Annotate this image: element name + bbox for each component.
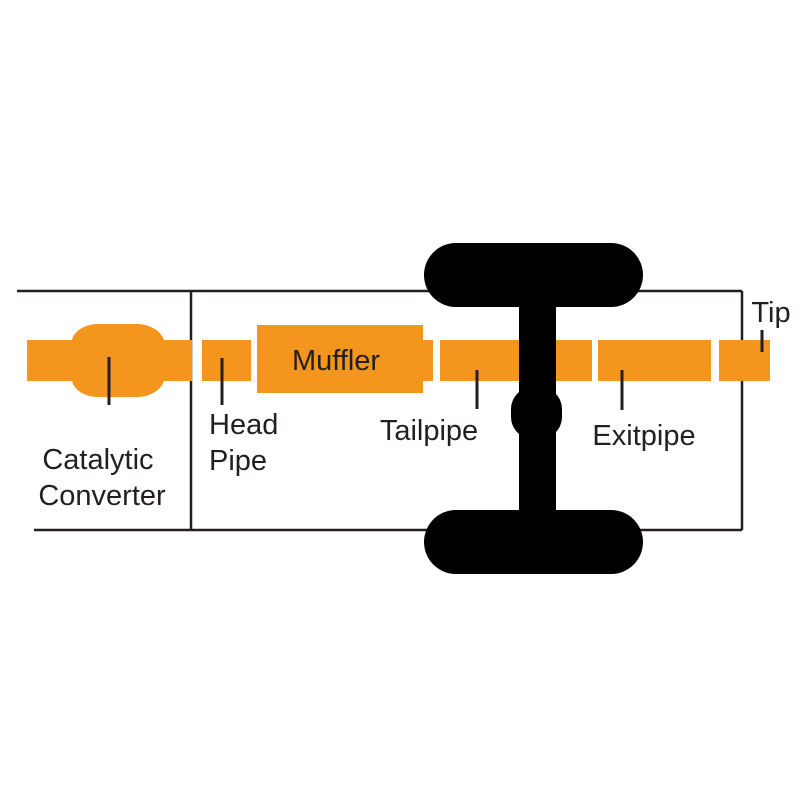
leader-lines [107,330,764,410]
tip-label: Tip [751,297,790,329]
exitpipe [598,340,711,381]
muffler-body [257,325,423,393]
lower-wheel [424,510,643,574]
rear-axle-assembly [424,243,643,574]
head-pipe-label-line-2: Pipe [209,445,267,477]
muffler-inlet [423,340,433,381]
catalytic-converter-label-line-1: Catalytic [42,444,153,476]
exitpipe-label: Exitpipe [592,420,695,452]
tailpipe [440,340,522,381]
muffler-label: Muffler [292,345,380,377]
head-pipe-label-line-1: Head [209,409,278,441]
upper-wheel [424,243,643,307]
exhaust-pipes [27,324,770,397]
head-pipe [202,340,251,381]
tailpipe-label: Tailpipe [380,415,478,447]
tailpipe-rear [551,340,592,381]
catalytic-converter-label: Catalytic Converter [38,444,166,512]
catalytic-converter-label-line-2: Converter [38,480,166,512]
axle-differential [511,387,562,439]
head-pipe-label: Head Pipe [209,409,286,477]
